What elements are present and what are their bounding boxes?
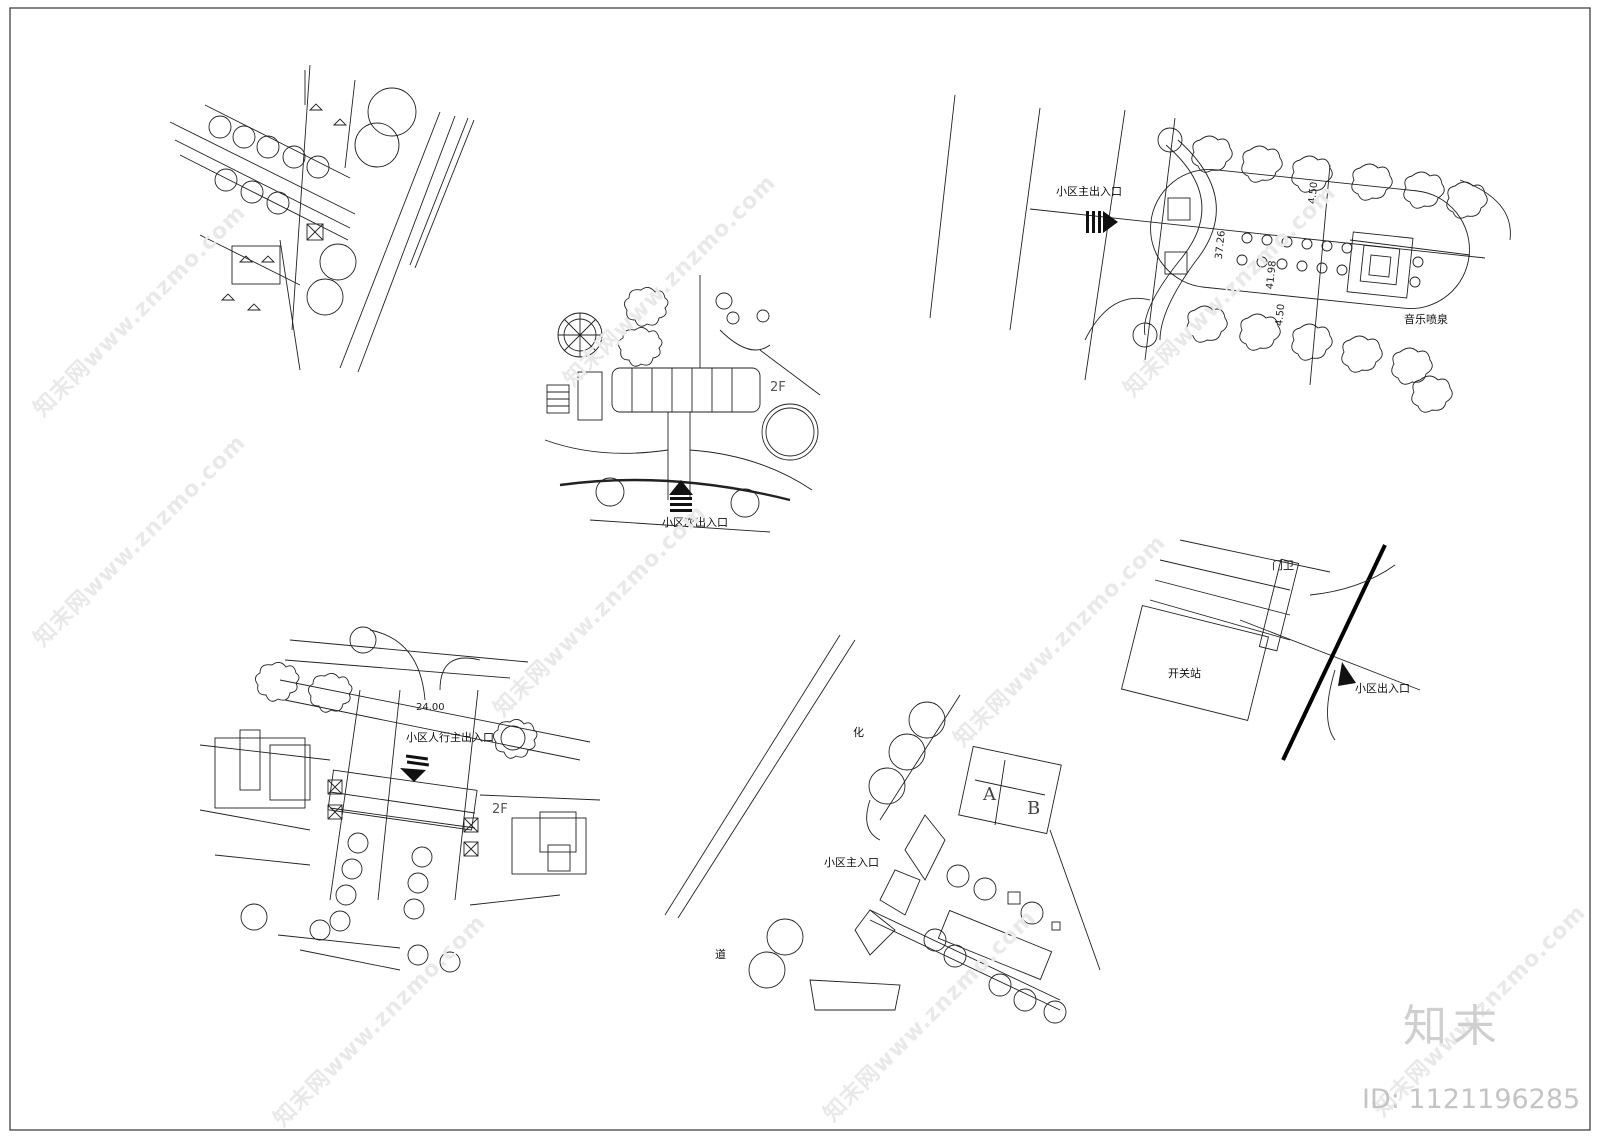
label-switch-station: 开关站	[1168, 667, 1201, 680]
fountain-shrubs	[1186, 135, 1488, 413]
label-char-hua: 化	[853, 726, 864, 739]
entrance-right-arrow	[1338, 662, 1356, 686]
plan-music-fountain	[929, 94, 1511, 413]
label-block-a: A	[983, 784, 996, 805]
label-pedestrian-entrance: 小区人行主出入口	[406, 731, 494, 744]
secondary-entrance-arrow	[669, 480, 693, 512]
label-floor-2f-center: 2F	[770, 380, 786, 395]
label-floor-2f-left: 2F	[492, 802, 508, 817]
label-secondary-entrance: 小区次出入口	[662, 516, 728, 529]
plan-road-trees	[169, 64, 475, 373]
label-guard-room: 门卫	[1272, 559, 1294, 572]
plan-main-entrance	[664, 634, 1101, 1024]
pedestrian-entrance-arrow	[400, 754, 430, 782]
label-main-entrance-top: 小区主出入口	[1056, 185, 1122, 198]
label-music-fountain: 音乐喷泉	[1404, 313, 1448, 326]
label-entrance-right: 小区出入口	[1355, 682, 1410, 695]
plan-secondary-entrance	[544, 275, 821, 533]
znzmo-logo: 知末	[1403, 1001, 1503, 1052]
sheet-border	[9, 7, 1591, 1131]
dimension-24-00: 24.00	[416, 702, 445, 713]
plan-pedestrian-entrance	[199, 626, 601, 973]
fountain-dots	[1236, 232, 1424, 288]
label-char-dao: 道	[715, 948, 726, 961]
label-block-b: B	[1027, 798, 1041, 819]
main-entrance-top-arrow	[1086, 211, 1118, 233]
label-main-entrance-bottom: 小区主入口	[824, 856, 879, 869]
plan-guard-switch	[1120, 539, 1421, 761]
image-id: ID: 1121196285	[1362, 1084, 1581, 1115]
